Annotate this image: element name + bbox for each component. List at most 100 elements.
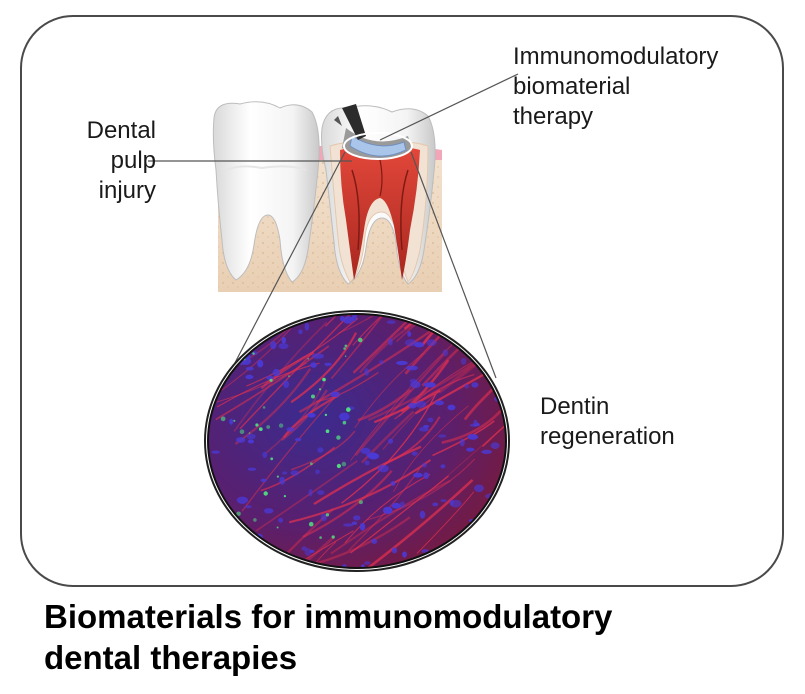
micrograph-nucleus (440, 464, 446, 469)
micrograph-nucleus (260, 478, 267, 483)
micrograph-nucleus (390, 481, 396, 486)
micrograph-nucleus (330, 391, 340, 398)
micrograph-nucleus (466, 447, 475, 452)
micrograph-nucleus (388, 438, 394, 444)
micrograph-fiber (341, 393, 437, 504)
micrograph-nucleus (388, 338, 393, 346)
caption-line: dental therapies (44, 639, 298, 676)
label-line: Dentin (540, 393, 610, 420)
micrograph-marker (325, 513, 330, 517)
micrograph-nucleus (409, 378, 418, 383)
micrograph-nucleus (272, 368, 280, 377)
micrograph-nucleus (359, 523, 366, 531)
micrograph-nucleus (438, 434, 447, 438)
micrograph-marker (233, 419, 236, 422)
micrograph-marker (325, 429, 330, 434)
micrograph-marker (324, 413, 328, 417)
micrograph-marker (255, 423, 259, 427)
micrograph-fiber (290, 430, 356, 471)
dentin-regeneration-label: Dentin regeneration (540, 392, 675, 452)
micrograph-nucleus (423, 382, 436, 388)
dental-pulp-injury-label: Dental pulp injury (36, 116, 156, 206)
micrograph-nucleus (383, 506, 393, 514)
micrograph-marker (318, 388, 322, 391)
micrograph-marker (344, 355, 347, 358)
micrograph-marker (308, 521, 314, 527)
micrograph-fiber (352, 314, 437, 346)
micrograph-marker (220, 416, 226, 422)
micrograph-nucleus (236, 437, 246, 443)
micrograph-nucleus (309, 549, 315, 553)
micrograph-nucleus (304, 548, 312, 556)
micrograph-marker (283, 495, 286, 498)
micrograph-nucleus (282, 471, 288, 475)
micrograph-marker (311, 394, 315, 399)
dental-pulp (340, 148, 420, 280)
micrograph-nucleus (283, 380, 290, 389)
micrograph-nucleus (474, 484, 484, 493)
micrograph-fiber (350, 479, 474, 568)
micrograph-marker (252, 352, 255, 355)
micrograph-marker (288, 375, 290, 377)
micrograph-nucleus (464, 383, 469, 389)
micrograph-nucleus (264, 508, 274, 514)
micrograph-nucleus (459, 438, 465, 447)
micrograph-marker (331, 535, 335, 539)
micrograph-nucleus (351, 314, 358, 321)
micrograph-nucleus (490, 442, 500, 449)
figure-caption: Biomaterials for immunomodulatory dental… (44, 596, 784, 678)
micrograph-nucleus (211, 450, 221, 454)
applicator-tool (342, 104, 366, 140)
micrograph-fiber (330, 479, 451, 555)
micrograph-marker (310, 462, 313, 466)
micrograph-nucleus (310, 362, 317, 368)
micrograph-marker (342, 420, 347, 425)
micrograph-marker (336, 463, 341, 469)
figure-illustration (20, 15, 784, 587)
micrograph-fiber (324, 314, 410, 327)
micrograph-marker (307, 357, 310, 360)
micrograph-nucleus (405, 339, 417, 347)
micrograph-fiber (416, 491, 475, 554)
micrograph-marker (341, 461, 347, 467)
micrograph-marker (358, 337, 363, 343)
micrograph-nucleus (399, 501, 406, 509)
micrograph-marker (239, 429, 245, 435)
micrograph-fiber (403, 314, 457, 330)
micrograph-fiber (360, 410, 415, 464)
micrograph-nucleus (413, 472, 423, 478)
micrograph-nucleus (467, 434, 479, 440)
micrograph-fiber (215, 345, 330, 421)
micrograph-marker (270, 457, 274, 461)
micrograph-fiber (241, 391, 340, 512)
micrograph-fiber (330, 314, 410, 380)
micrograph-nucleus (364, 368, 369, 376)
micrograph-nucleus (460, 357, 467, 365)
micrograph-marker (266, 425, 271, 429)
micrograph-fiber (420, 314, 506, 347)
micrograph-fiber (281, 389, 328, 442)
micrograph-fiber (234, 368, 312, 445)
micrograph-nucleus (245, 374, 254, 380)
micrograph-nucleus (469, 423, 477, 427)
micrograph-nucleus (377, 464, 389, 473)
micrograph-fiber (357, 388, 412, 422)
micrograph-nucleus (367, 452, 380, 460)
micrograph-marker (322, 377, 326, 382)
micrograph-nucleus (278, 343, 289, 349)
micrograph-marker (319, 536, 322, 539)
micrograph-nucleus (247, 467, 257, 471)
micrograph-nucleus (229, 418, 234, 425)
micrograph-nucleus (415, 400, 427, 408)
micrograph-nucleus (342, 316, 354, 324)
micrograph-nucleus (422, 463, 427, 468)
micrograph-marker (263, 491, 268, 496)
micrograph-nucleus (407, 331, 412, 337)
micrograph-nucleus (364, 561, 371, 565)
label-line: pulp (110, 147, 156, 174)
dentin-regeneration-micrograph (204, 310, 510, 572)
micrograph-nucleus (245, 366, 254, 371)
micrograph-nucleus (386, 320, 396, 324)
micrograph-marker (269, 378, 273, 382)
immunomodulatory-therapy-label: Immunomodulatory biomaterial therapy (513, 42, 718, 132)
